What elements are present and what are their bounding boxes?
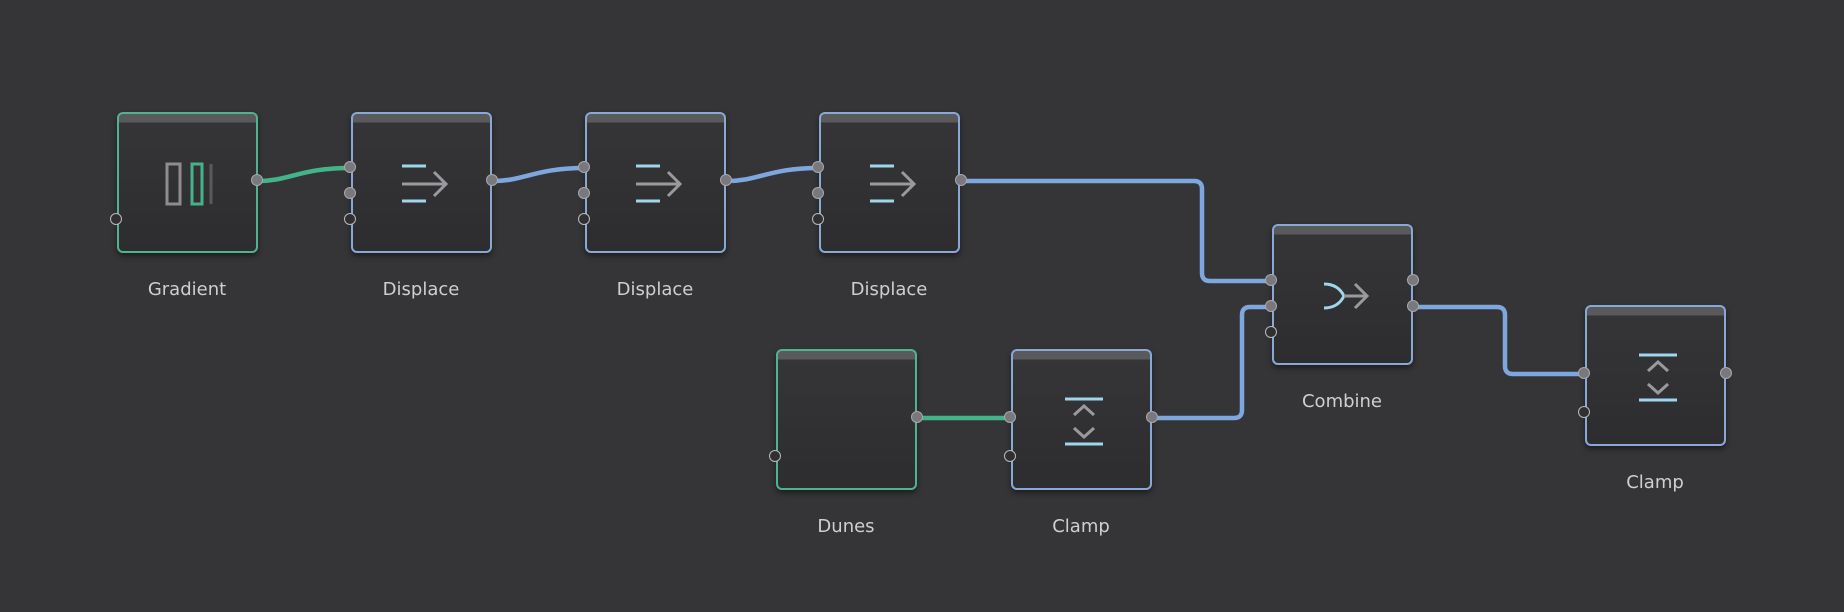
wire-gradient-to-displace[interactable] bbox=[257, 165, 351, 184]
node-displace[interactable] bbox=[585, 112, 726, 253]
input-port[interactable] bbox=[344, 161, 356, 173]
input-port[interactable] bbox=[1578, 367, 1590, 379]
output-port[interactable] bbox=[486, 174, 498, 186]
output-port[interactable] bbox=[720, 174, 732, 186]
node-dunes[interactable] bbox=[776, 349, 917, 490]
node-label: Combine bbox=[1301, 391, 1383, 412]
input-port[interactable] bbox=[1265, 274, 1277, 286]
combine-merge-icon bbox=[1323, 282, 1370, 310]
input-port[interactable] bbox=[1265, 300, 1277, 312]
clamp-icon bbox=[1639, 353, 1677, 402]
input-port[interactable] bbox=[344, 187, 356, 199]
input-port[interactable] bbox=[769, 450, 781, 462]
output-port[interactable] bbox=[1407, 300, 1419, 312]
node-displace[interactable] bbox=[351, 112, 492, 253]
wire-clamp-to-combine[interactable] bbox=[1153, 304, 1272, 421]
input-port[interactable] bbox=[812, 187, 824, 199]
displace-arrow-icon bbox=[870, 164, 917, 203]
node-gradient[interactable] bbox=[117, 112, 258, 253]
wire-displace-to-displace[interactable] bbox=[492, 165, 586, 184]
input-port[interactable] bbox=[578, 213, 590, 225]
input-port[interactable] bbox=[344, 213, 356, 225]
input-port[interactable] bbox=[1004, 450, 1016, 462]
node-combine[interactable] bbox=[1272, 224, 1413, 365]
node-label: Dunes bbox=[817, 516, 875, 537]
input-port[interactable] bbox=[812, 213, 824, 225]
output-port[interactable] bbox=[1720, 367, 1732, 379]
input-port[interactable] bbox=[578, 161, 590, 173]
input-port[interactable] bbox=[1578, 406, 1590, 418]
output-port[interactable] bbox=[251, 174, 263, 186]
output-port[interactable] bbox=[1407, 274, 1419, 286]
output-port[interactable] bbox=[1146, 411, 1158, 423]
gradient-icon bbox=[165, 162, 213, 206]
node-label: Displace bbox=[616, 279, 694, 300]
wire-displace-to-displace[interactable] bbox=[726, 165, 820, 184]
node-label: Clamp bbox=[1626, 472, 1684, 493]
input-port[interactable] bbox=[578, 187, 590, 199]
node-displace[interactable] bbox=[819, 112, 960, 253]
displace-arrow-icon bbox=[402, 164, 449, 203]
input-port[interactable] bbox=[812, 161, 824, 173]
output-port[interactable] bbox=[955, 174, 967, 186]
node-clamp[interactable] bbox=[1011, 349, 1152, 490]
node-label: Clamp bbox=[1052, 516, 1110, 537]
clamp-icon bbox=[1065, 397, 1103, 446]
node-label: Gradient bbox=[147, 279, 227, 300]
input-port[interactable] bbox=[110, 213, 122, 225]
node-label: Displace bbox=[382, 279, 460, 300]
input-port[interactable] bbox=[1004, 411, 1016, 423]
wire-displace-to-combine[interactable] bbox=[962, 178, 1272, 284]
displace-arrow-icon bbox=[636, 164, 683, 203]
node-clamp[interactable] bbox=[1585, 305, 1726, 446]
input-port[interactable] bbox=[1265, 326, 1277, 338]
output-port[interactable] bbox=[911, 411, 923, 423]
node-label: Displace bbox=[850, 279, 928, 300]
wire-combine-to-clamp[interactable] bbox=[1414, 304, 1585, 377]
